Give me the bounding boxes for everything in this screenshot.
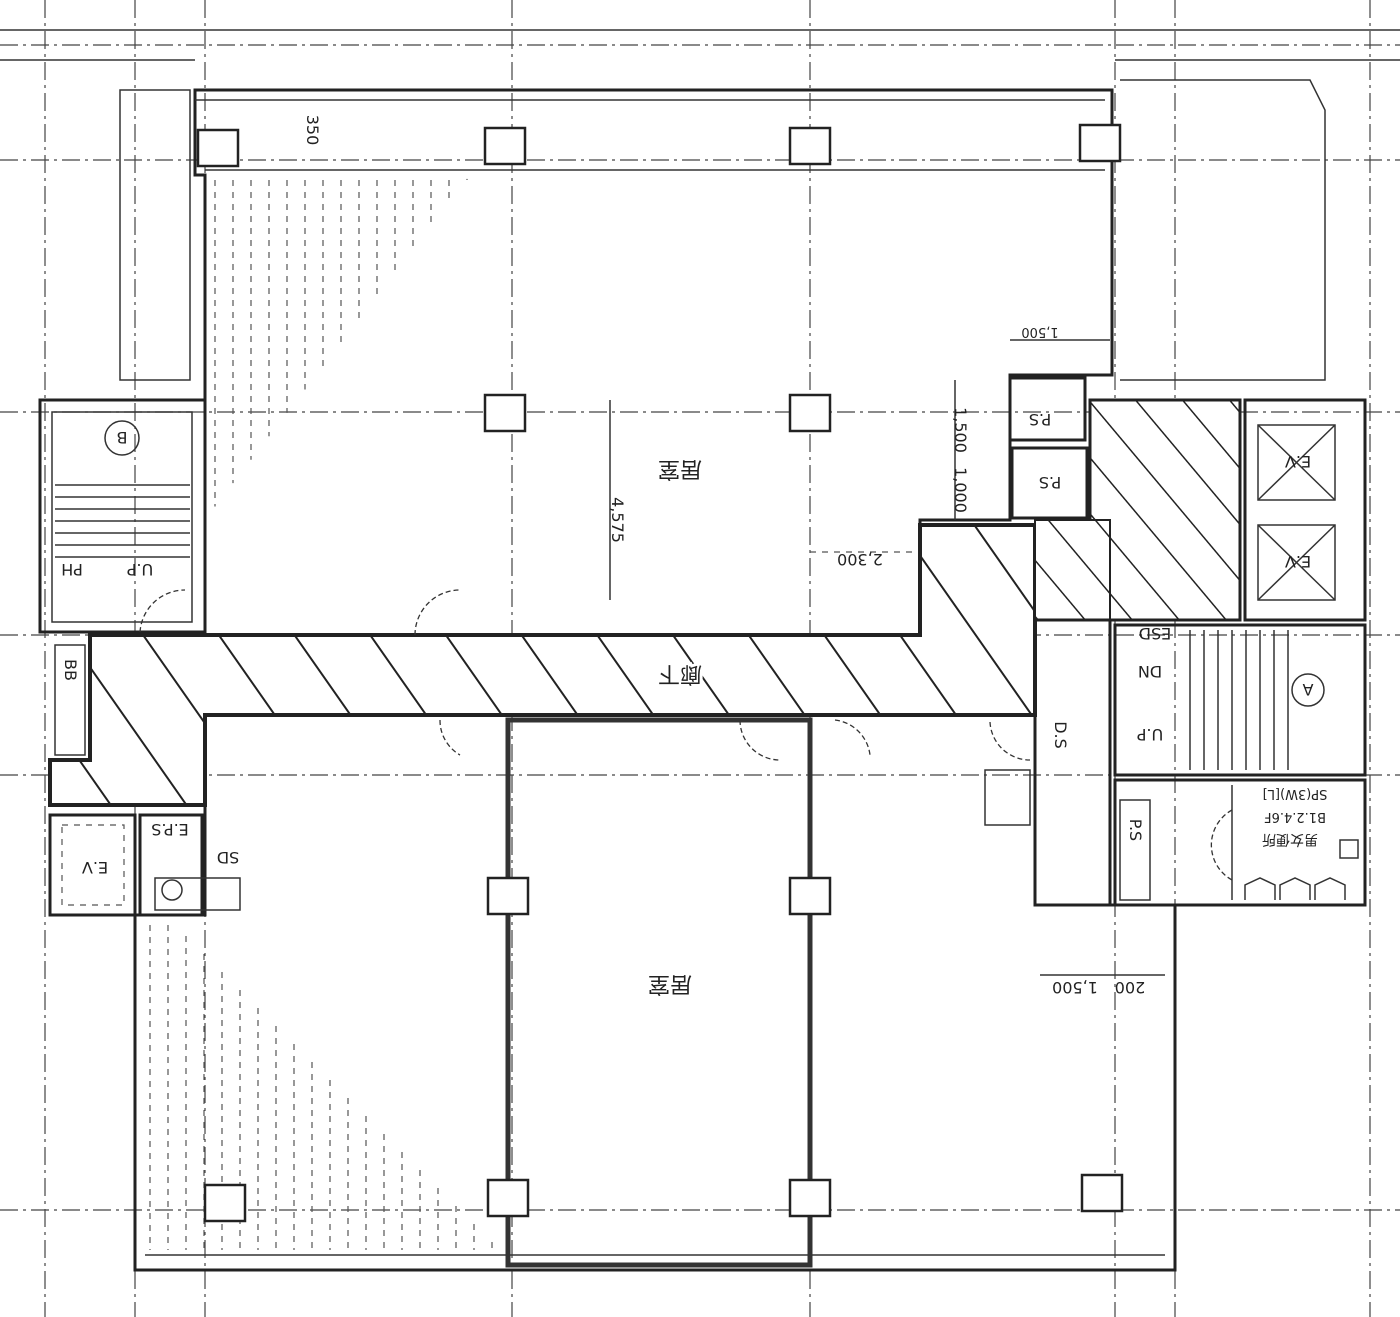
ps-small-label: P.S	[1039, 473, 1061, 492]
stair-a-down-label: DN	[1138, 662, 1162, 681]
right-core: P.S P.S E.V E.V D.S A DN U.P ESD P.S SP(…	[984, 376, 1367, 907]
column	[196, 128, 240, 168]
ev-right-2-label: E.V	[1285, 552, 1311, 571]
column	[483, 126, 527, 166]
stair-b-up-label: U.P	[126, 560, 153, 579]
lower-room-outline	[505, 717, 813, 1268]
ev-left-label: E.V	[82, 858, 108, 877]
column	[203, 1183, 247, 1223]
stair-b-mark: B	[117, 428, 128, 447]
column	[788, 876, 832, 916]
dim-2300: 2,300	[837, 550, 883, 569]
stair-a-up-label: U.P	[1136, 725, 1163, 744]
ps-right-label: P.S	[1126, 819, 1145, 841]
column	[486, 1178, 530, 1218]
column	[788, 393, 832, 433]
eps-label: E.P.S	[151, 820, 189, 839]
stair-a-mark: A	[1302, 680, 1313, 699]
dim-1500-c: 1,500	[1052, 978, 1098, 997]
dim-350: 350	[303, 115, 322, 146]
stair-b: B U.P PH	[38, 398, 207, 634]
dim-200: 200	[1115, 978, 1146, 997]
upper-room-label: 居室	[658, 456, 702, 481]
dim-1000: 1,000	[951, 467, 970, 513]
bb-label: BB	[61, 659, 80, 681]
doors	[414, 589, 871, 761]
toilet-label: 男女便所	[1262, 831, 1318, 848]
dim-1500-b: 1,500	[1021, 324, 1058, 339]
ds-label: D.S	[1051, 721, 1070, 749]
sp-label: SP(3W)[L]	[1263, 786, 1328, 801]
toilet-floors-label: B1.2.4.6F	[1264, 809, 1326, 824]
corridor-label: 廊下	[658, 661, 702, 686]
column	[1078, 123, 1122, 163]
column	[483, 393, 527, 433]
esd-label: ESD	[1139, 624, 1172, 643]
column	[486, 876, 530, 916]
sd-label: SD	[217, 848, 239, 867]
dimensions: 4,575 2,300 1,500 1,000 1,500 1,500 200 …	[303, 115, 1165, 997]
dim-1500-a: 1,500	[951, 407, 970, 453]
dim-4575: 4,575	[608, 497, 627, 543]
stair-b-ph-label: PH	[61, 560, 83, 579]
corridor-hatch	[48, 523, 1037, 807]
column	[788, 1178, 832, 1218]
outer-walls	[0, 29, 1400, 1272]
column	[1080, 1173, 1124, 1213]
lower-left-shafts: E.V E.P.S SD BB	[48, 644, 241, 917]
ps-upper-label: P.S	[1029, 410, 1051, 429]
columns	[196, 123, 1124, 1223]
lower-room-label: 居室	[648, 971, 692, 996]
column	[788, 126, 832, 166]
ev-right-1-label: E.V	[1285, 452, 1311, 471]
